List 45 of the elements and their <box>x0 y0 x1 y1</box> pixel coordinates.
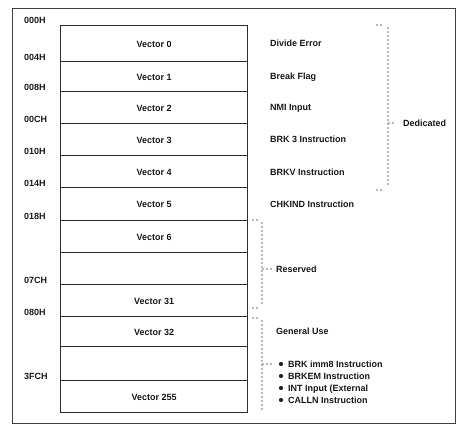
vector-description: Divide Error <box>270 38 322 49</box>
address-label: 004H <box>24 52 46 63</box>
memory-cell <box>60 316 248 347</box>
vector-label: Vector 0 <box>136 38 172 48</box>
list-item: BRK imm8 Instruction <box>278 359 383 370</box>
group-label: Reserved <box>276 264 317 275</box>
memory-cell <box>60 252 248 285</box>
memory-cell <box>60 220 248 253</box>
list-item: BRKEM Instruction <box>278 371 370 382</box>
group-label: Dedicated <box>403 118 446 129</box>
vector-description: Break Flag <box>270 71 316 82</box>
vector-label: Vector 2 <box>136 102 172 112</box>
memory-cell <box>60 91 248 124</box>
list-item: CALLN Instruction <box>278 395 368 406</box>
address-label: 008H <box>24 82 46 93</box>
address-label: 000H <box>24 15 46 26</box>
vector-label: Vector 3 <box>136 134 172 144</box>
address-label: 010H <box>24 146 46 157</box>
vector-description: NMI Input <box>270 102 311 113</box>
memory-cell <box>60 123 248 156</box>
list-item: INT Input (External <box>278 383 368 394</box>
memory-cell <box>60 284 248 317</box>
memory-cell <box>60 155 248 188</box>
memory-cell <box>60 380 248 413</box>
address-label: 07CH <box>24 275 48 286</box>
address-label: 014H <box>24 178 46 189</box>
vector-label: Vector 31 <box>134 296 174 306</box>
memory-cell <box>60 346 248 381</box>
address-label: 080H <box>24 307 46 318</box>
vector-description: BRKV Instruction <box>270 167 345 178</box>
vector-label: Vector 5 <box>136 199 172 209</box>
vector-label: Vector 32 <box>134 326 174 336</box>
vector-label: Vector 6 <box>136 232 172 242</box>
vector-label: Vector 1 <box>136 72 172 82</box>
group-label: General Use <box>276 326 329 337</box>
vector-description: BRK 3 Instruction <box>270 134 346 145</box>
memory-cell <box>60 25 248 62</box>
address-label: 018H <box>24 211 46 222</box>
vector-label: Vector 4 <box>136 166 172 176</box>
memory-cell <box>60 187 248 221</box>
vector-label: Vector 255 <box>131 392 177 402</box>
address-label: 3FCH <box>24 371 48 382</box>
memory-cell <box>60 61 248 92</box>
vector-description: CHKIND Instruction <box>270 199 354 210</box>
address-label: 00CH <box>24 114 48 125</box>
